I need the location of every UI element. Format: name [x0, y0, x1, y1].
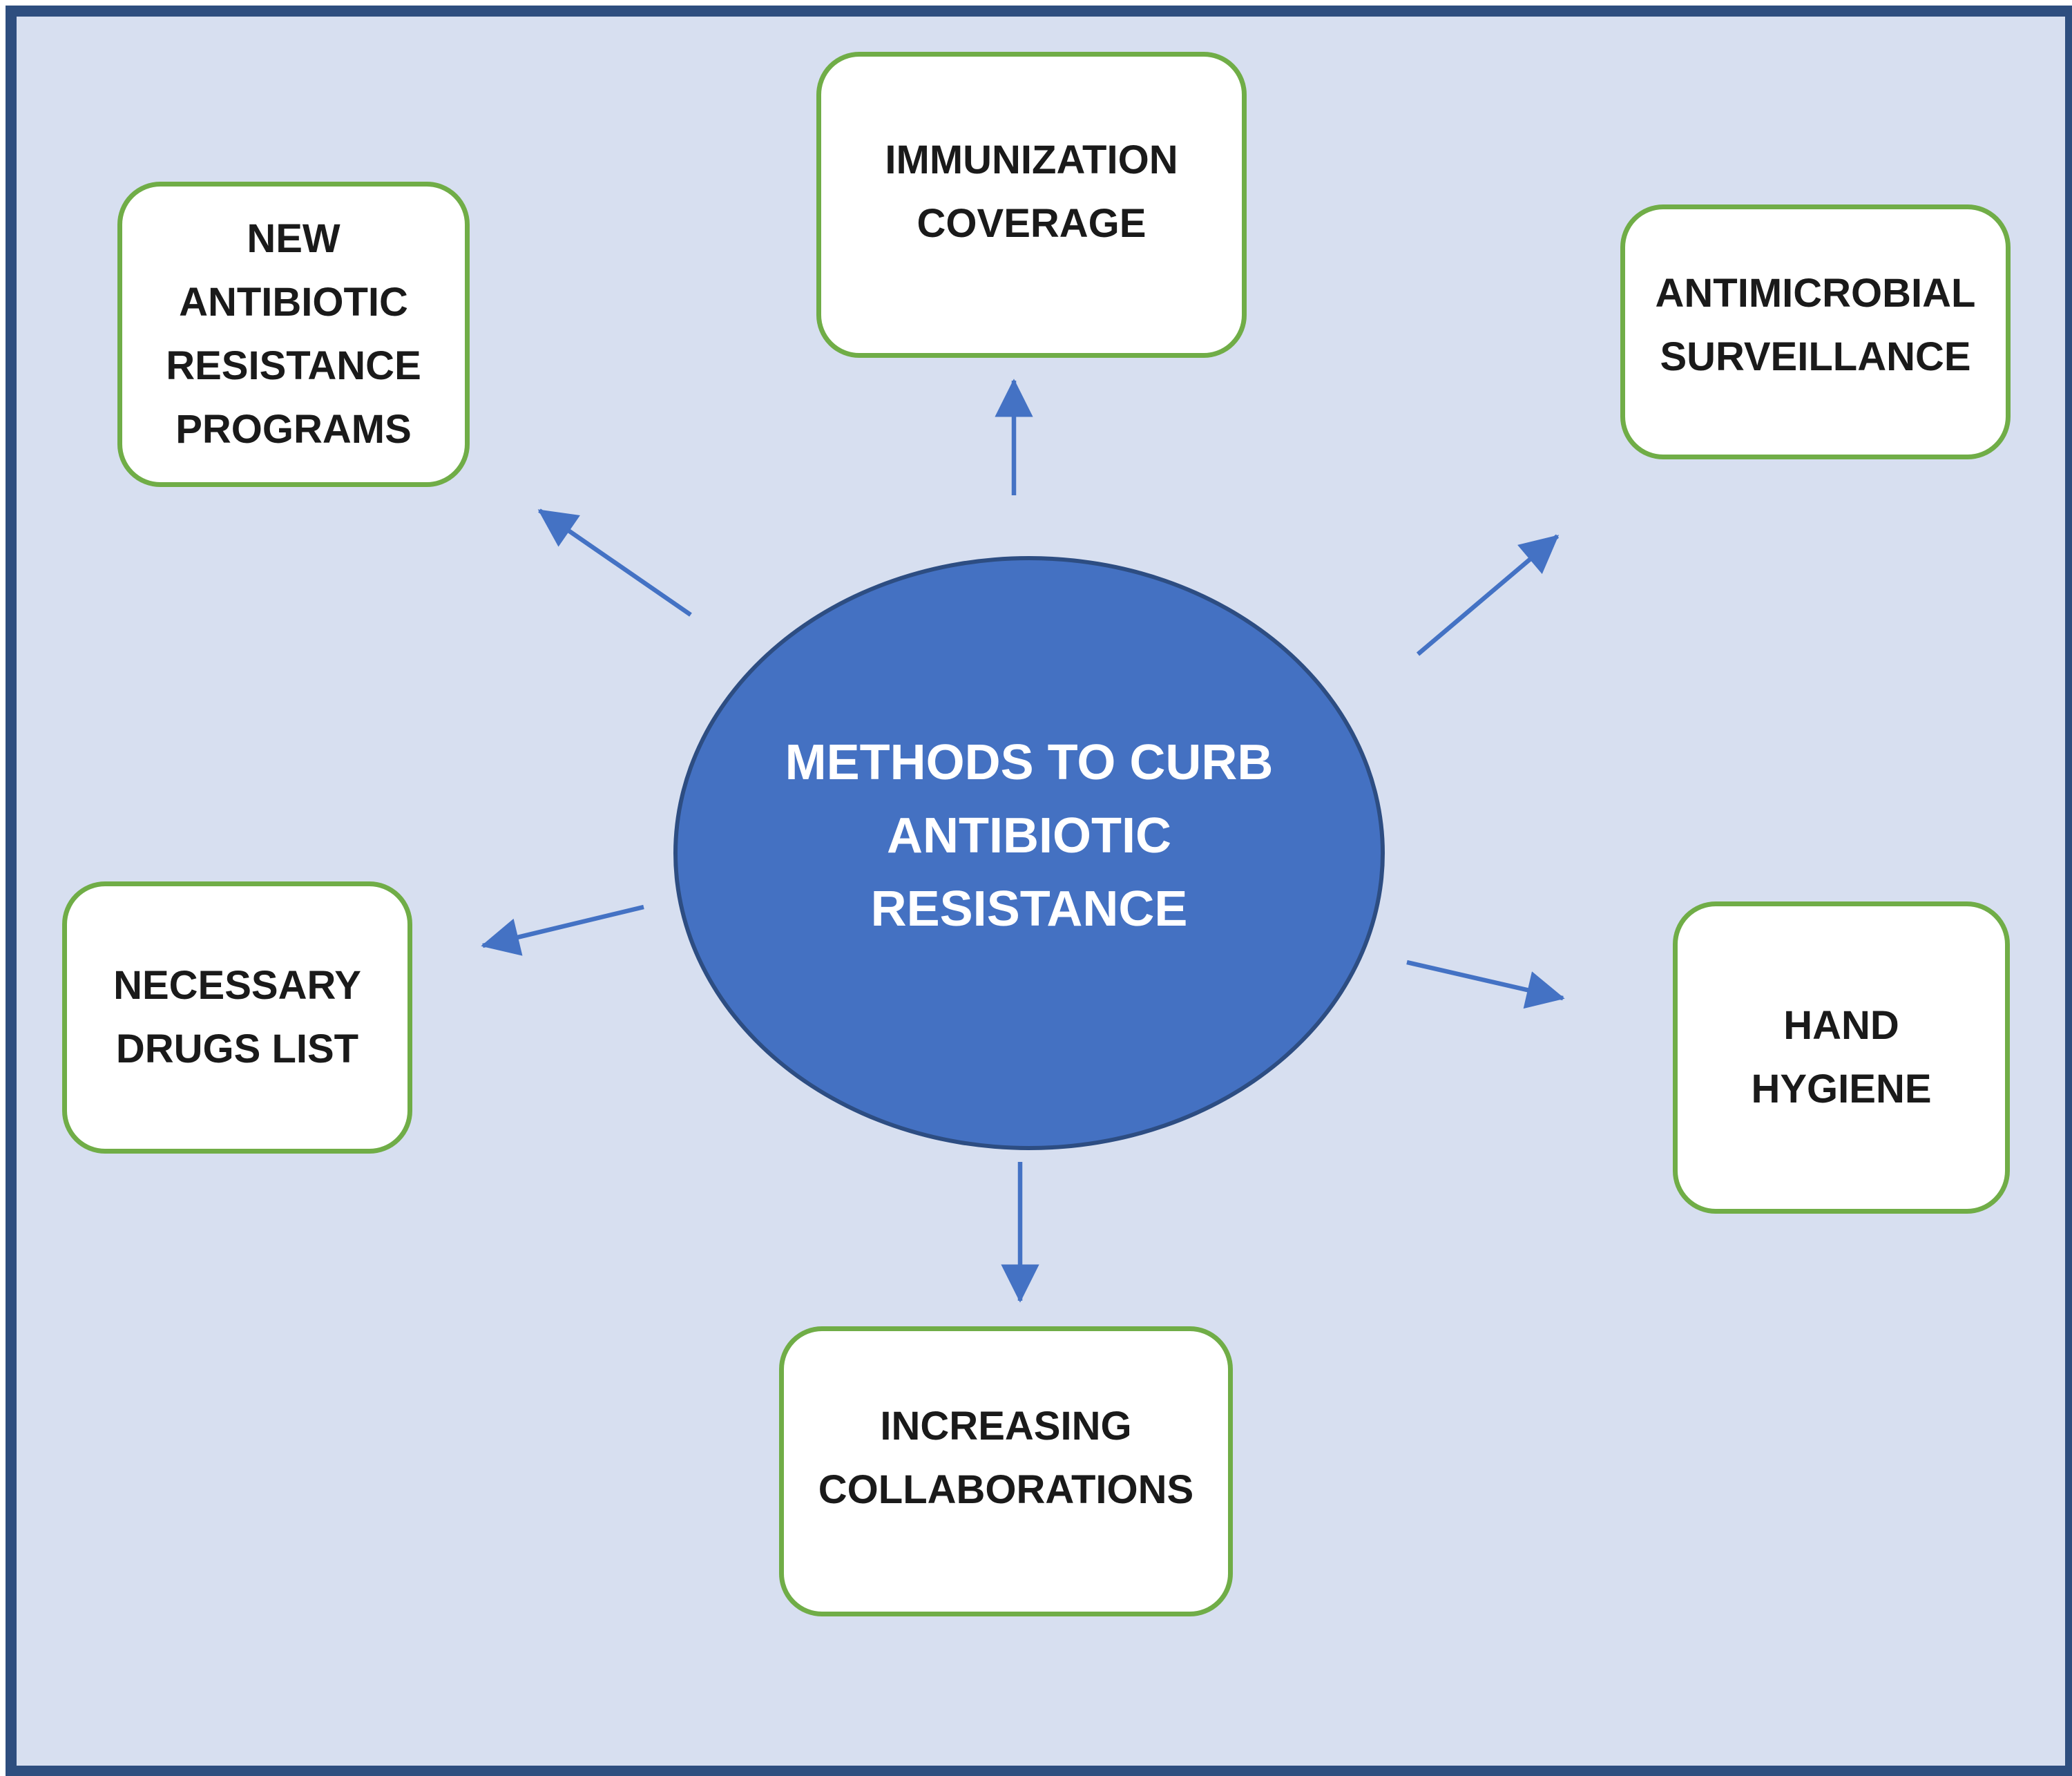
box-text-line: RESISTANCE	[166, 343, 421, 388]
box-increasing-collaborations: INCREASING COLLABORATIONS	[779, 1326, 1233, 1616]
box-immunization-coverage: IMMUNIZATION COVERAGE	[816, 52, 1247, 358]
center-ellipse-text-line: ANTIBIOTIC	[887, 808, 1171, 863]
box-text-line: NEW	[247, 216, 340, 261]
box-text-line: COLLABORATIONS	[818, 1467, 1194, 1512]
center-ellipse-text-line: RESISTANCE	[870, 881, 1188, 937]
box-text-line: PROGRAMS	[175, 407, 412, 452]
box-new-antibiotic-resistance-programs: NEW ANTIBIOTIC RESISTANCE PROGRAMS	[117, 182, 470, 487]
center-ellipse-text-line: METHODS TO CURB	[785, 735, 1274, 790]
box-text-line: HYGIENE	[1751, 1067, 1932, 1111]
box-text-line: COVERAGE	[917, 200, 1147, 246]
box-text-line: SURVEILLANCE	[1660, 334, 1971, 379]
box-text-line: DRUGS LIST	[115, 1027, 359, 1071]
box-text-line: ANTIBIOTIC	[179, 280, 408, 325]
box-text-line: HAND	[1783, 1003, 1899, 1048]
box-text-line: NECESSARY	[113, 963, 361, 1008]
box-necessary-drugs-list: NECESSARY DRUGS LIST	[62, 881, 412, 1154]
box-hand-hygiene: HAND HYGIENE	[1673, 901, 2010, 1214]
box-text-line: INCREASING	[880, 1404, 1132, 1449]
box-text-line: IMMUNIZATION	[885, 137, 1178, 182]
box-antimicrobial-surveillance: ANTIMICROBIAL SURVEILLANCE	[1620, 204, 2011, 459]
center-ellipse-methods-to-curb-antibiotic-resistance: METHODS TO CURB ANTIBIOTIC RESISTANCE	[673, 556, 1385, 1150]
box-text-line: ANTIMICROBIAL	[1655, 270, 1976, 316]
